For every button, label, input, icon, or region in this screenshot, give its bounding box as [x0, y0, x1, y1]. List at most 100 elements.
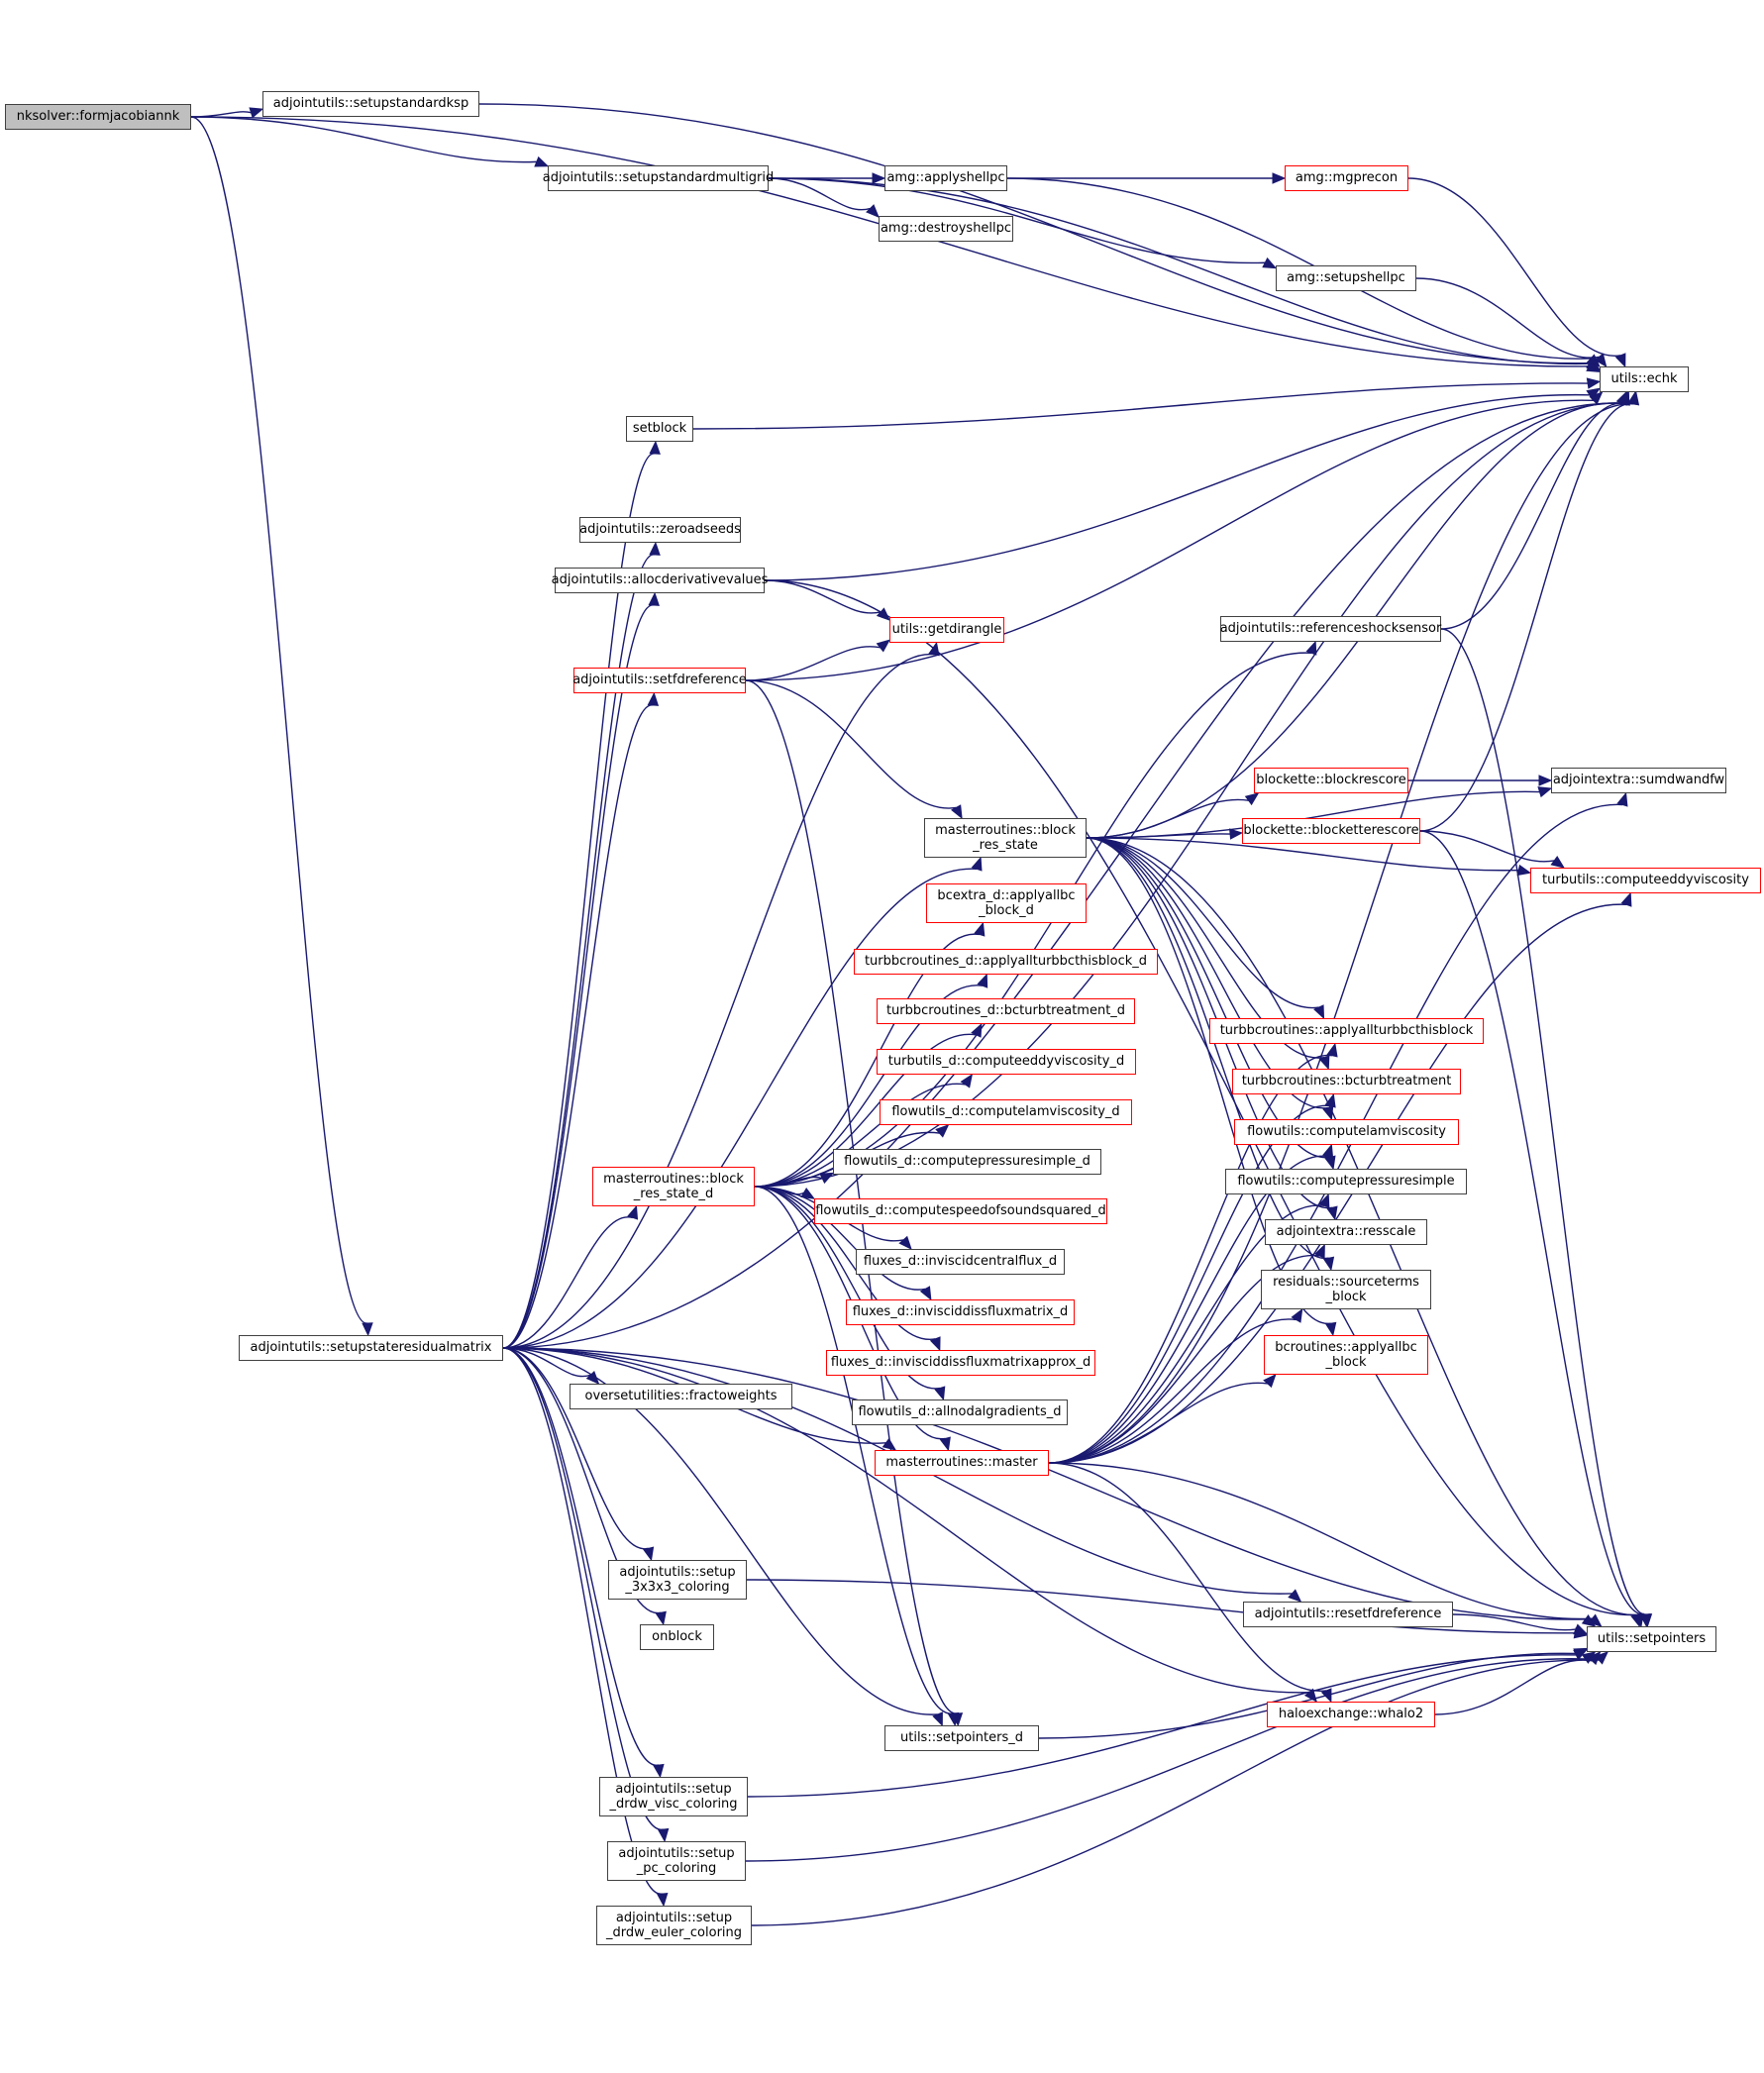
arrow-head-icon — [1616, 791, 1628, 807]
call-edge — [190, 111, 252, 118]
node-formjacobiannk[interactable]: nksolver::formjacobiannk — [5, 104, 191, 130]
node-label: amg::mgprecon — [1295, 170, 1399, 185]
node-label: fluxes_d::inviscidcentralflux_d — [863, 1254, 1058, 1269]
node-bcturbtreatment[interactable]: turbbcroutines::bcturbtreatment — [1232, 1069, 1461, 1094]
node-label: adjointutils::setfdreference — [572, 673, 747, 687]
node-setup_pc_coloring[interactable]: adjointutils::setup_pc_coloring — [607, 1841, 746, 1881]
node-mgprecon[interactable]: amg::mgprecon — [1285, 165, 1408, 191]
node-bcturbtreatment_d[interactable]: turbbcroutines_d::bcturbtreatment_d — [877, 998, 1135, 1024]
node-resscale[interactable]: adjointextra::resscale — [1265, 1219, 1427, 1245]
node-sourceterms_block[interactable]: residuals::sourceterms_block — [1261, 1270, 1431, 1309]
node-computepressuresimple_d[interactable]: flowutils_d::computepressuresimple_d — [833, 1149, 1101, 1175]
arrow-head-icon — [819, 1172, 835, 1185]
node-computelamviscosity[interactable]: flowutils::computelamviscosity — [1234, 1119, 1459, 1145]
node-applyallbc_block_d[interactable]: bcextra_d::applyallbc_block_d — [926, 883, 1087, 923]
node-invisciddissfluxmatrixapprox_d[interactable]: fluxes_d::invisciddissfluxmatrixapprox_d — [826, 1350, 1095, 1376]
node-setup_drdw_visc_coloring[interactable]: adjointutils::setup_drdw_visc_coloring — [599, 1777, 748, 1816]
call-edge — [764, 394, 1590, 581]
arrow-head-icon — [1318, 1192, 1330, 1208]
node-computespeedofsoundsquared_d[interactable]: flowutils_d::computespeedofsoundsquared_… — [814, 1198, 1107, 1224]
node-zeroadseeds[interactable]: adjointutils::zeroadseeds — [579, 517, 741, 543]
arrow-head-icon — [919, 1286, 932, 1301]
arrow-head-icon — [1324, 1092, 1336, 1108]
node-getdirangle[interactable]: utils::getdirangle — [889, 617, 1004, 643]
call-edge — [745, 399, 1594, 681]
node-label: oversetutilities::fractoweights — [584, 1389, 778, 1403]
call-edge — [768, 177, 871, 211]
arrow-head-icon — [1594, 1651, 1609, 1665]
call-edge — [190, 116, 368, 1324]
arrow-head-icon — [935, 1124, 950, 1138]
node-label: flowutils_d::computepressuresimple_d — [844, 1154, 1090, 1169]
arrow-head-icon — [928, 641, 940, 657]
arrow-head-icon — [977, 973, 988, 988]
node-label: adjointutils::resetfdreference — [1254, 1607, 1442, 1621]
node-setpointers[interactable]: utils::setpointers — [1587, 1626, 1716, 1652]
node-applyallturbbcthisblock[interactable]: turbbcroutines::applyallturbbcthisblock — [1209, 1018, 1484, 1044]
arrow-head-icon — [1537, 786, 1553, 798]
node-label-line2: _3x3x3_coloring — [625, 1580, 730, 1595]
node-blocketterescore[interactable]: blockette::blocketterescore — [1242, 818, 1420, 844]
arrow-head-icon — [939, 1436, 951, 1452]
node-sumdwandfw[interactable]: adjointextra::sumdwandfw — [1551, 768, 1726, 793]
node-onblock[interactable]: onblock — [640, 1624, 714, 1650]
node-setupstandardksp[interactable]: adjointutils::setupstandardksp — [262, 91, 479, 117]
call-edge — [502, 704, 654, 1349]
arrow-head-icon — [649, 440, 661, 455]
node-referenceshocksensor[interactable]: adjointutils::referenceshocksensor — [1220, 616, 1441, 642]
arrow-head-icon — [647, 691, 660, 706]
arrow-head-icon — [1614, 353, 1626, 368]
node-invisciddissfluxmatrix_d[interactable]: fluxes_d::invisciddissfluxmatrix_d — [846, 1299, 1075, 1325]
call-edge — [502, 453, 656, 1349]
node-setfdreference[interactable]: adjointutils::setfdreference — [572, 668, 747, 693]
node-resetfdreference[interactable]: adjointutils::resetfdreference — [1243, 1602, 1453, 1627]
call-edge — [1048, 1462, 1327, 1692]
arrow-head-icon — [866, 204, 880, 218]
node-whalo2[interactable]: haloexchange::whalo2 — [1267, 1702, 1435, 1727]
arrow-head-icon — [653, 1763, 665, 1779]
node-setupstandardmultigrid[interactable]: adjointutils::setupstandardmultigrid — [543, 165, 774, 191]
arrow-head-icon — [1314, 1243, 1325, 1259]
node-applyallturbbcthisblock_d[interactable]: turbbcroutines_d::applyallturbbcthisbloc… — [854, 949, 1158, 975]
node-computelamviscosity_d[interactable]: flowutils_d::computelamviscosity_d — [880, 1099, 1132, 1125]
node-blockres_state_d[interactable]: masterroutines::block_res_state_d — [592, 1167, 755, 1206]
call-edge — [1048, 1462, 1593, 1620]
node-blockres_state[interactable]: masterroutines::block_res_state — [924, 818, 1087, 858]
arrow-head-icon — [648, 591, 660, 606]
node-allnodalgradients_d[interactable]: flowutils_d::allnodalgradients_d — [852, 1399, 1068, 1425]
node-label: bcextra_d::applyallbc — [937, 888, 1076, 903]
node-setupshellpc[interactable]: amg::setupshellpc — [1276, 265, 1416, 291]
call-edge — [1415, 277, 1600, 359]
arrow-head-icon — [1616, 390, 1628, 406]
node-computepressuresimple[interactable]: flowutils::computepressuresimple — [1225, 1169, 1467, 1194]
node-label: adjointutils::setupstandardksp — [272, 96, 469, 111]
node-setblock[interactable]: setblock — [626, 416, 693, 442]
node-fractoweights[interactable]: oversetutilities::fractoweights — [570, 1384, 792, 1409]
node-echk[interactable]: utils::echk — [1600, 366, 1689, 392]
node-label: adjointutils::setupstateresidualmatrix — [250, 1340, 492, 1355]
node-setup_3x3x3_coloring[interactable]: adjointutils::setup_3x3x3_coloring — [608, 1560, 747, 1600]
node-destroyshellpc[interactable]: amg::destroyshellpc — [879, 216, 1013, 242]
node-applyshellpc[interactable]: amg::applyshellpc — [884, 165, 1007, 191]
node-computeeddyviscosity_d[interactable]: turbutils_d::computeeddyviscosity_d — [877, 1049, 1136, 1075]
node-applyallbc_block[interactable]: bcroutines::applyallbc_block — [1264, 1335, 1428, 1375]
node-allocderivativevalues[interactable]: adjointutils::allocderivativevalues — [552, 568, 768, 593]
arrow-head-icon — [1305, 640, 1317, 656]
node-label: onblock — [652, 1629, 702, 1644]
node-setpointers_d[interactable]: utils::setpointers_d — [884, 1725, 1039, 1751]
node-inviscidcentralflux_d[interactable]: fluxes_d::inviscidcentralflux_d — [856, 1249, 1065, 1275]
arrow-head-icon — [649, 541, 661, 556]
node-blockrescore[interactable]: blockette::blockrescore — [1254, 768, 1408, 793]
call-edge — [1048, 403, 1634, 1464]
call-edge — [502, 402, 1623, 1349]
node-setup_drdw_euler_coloring[interactable]: adjointutils::setup_drdw_euler_coloring — [596, 1906, 752, 1945]
arrow-head-icon — [1229, 828, 1244, 840]
call-edge — [502, 1347, 660, 1766]
call-edge — [1086, 837, 1319, 1009]
node-computeeddyviscosity[interactable]: turbutils::computeeddyviscosity — [1530, 868, 1761, 893]
node-setupstateresidualmatrix[interactable]: adjointutils::setupstateresidualmatrix — [239, 1335, 503, 1361]
arrow-head-icon — [249, 107, 264, 119]
node-master[interactable]: masterroutines::master — [875, 1450, 1049, 1476]
node-label: haloexchange::whalo2 — [1278, 1707, 1424, 1721]
node-label: utils::echk — [1610, 371, 1678, 386]
